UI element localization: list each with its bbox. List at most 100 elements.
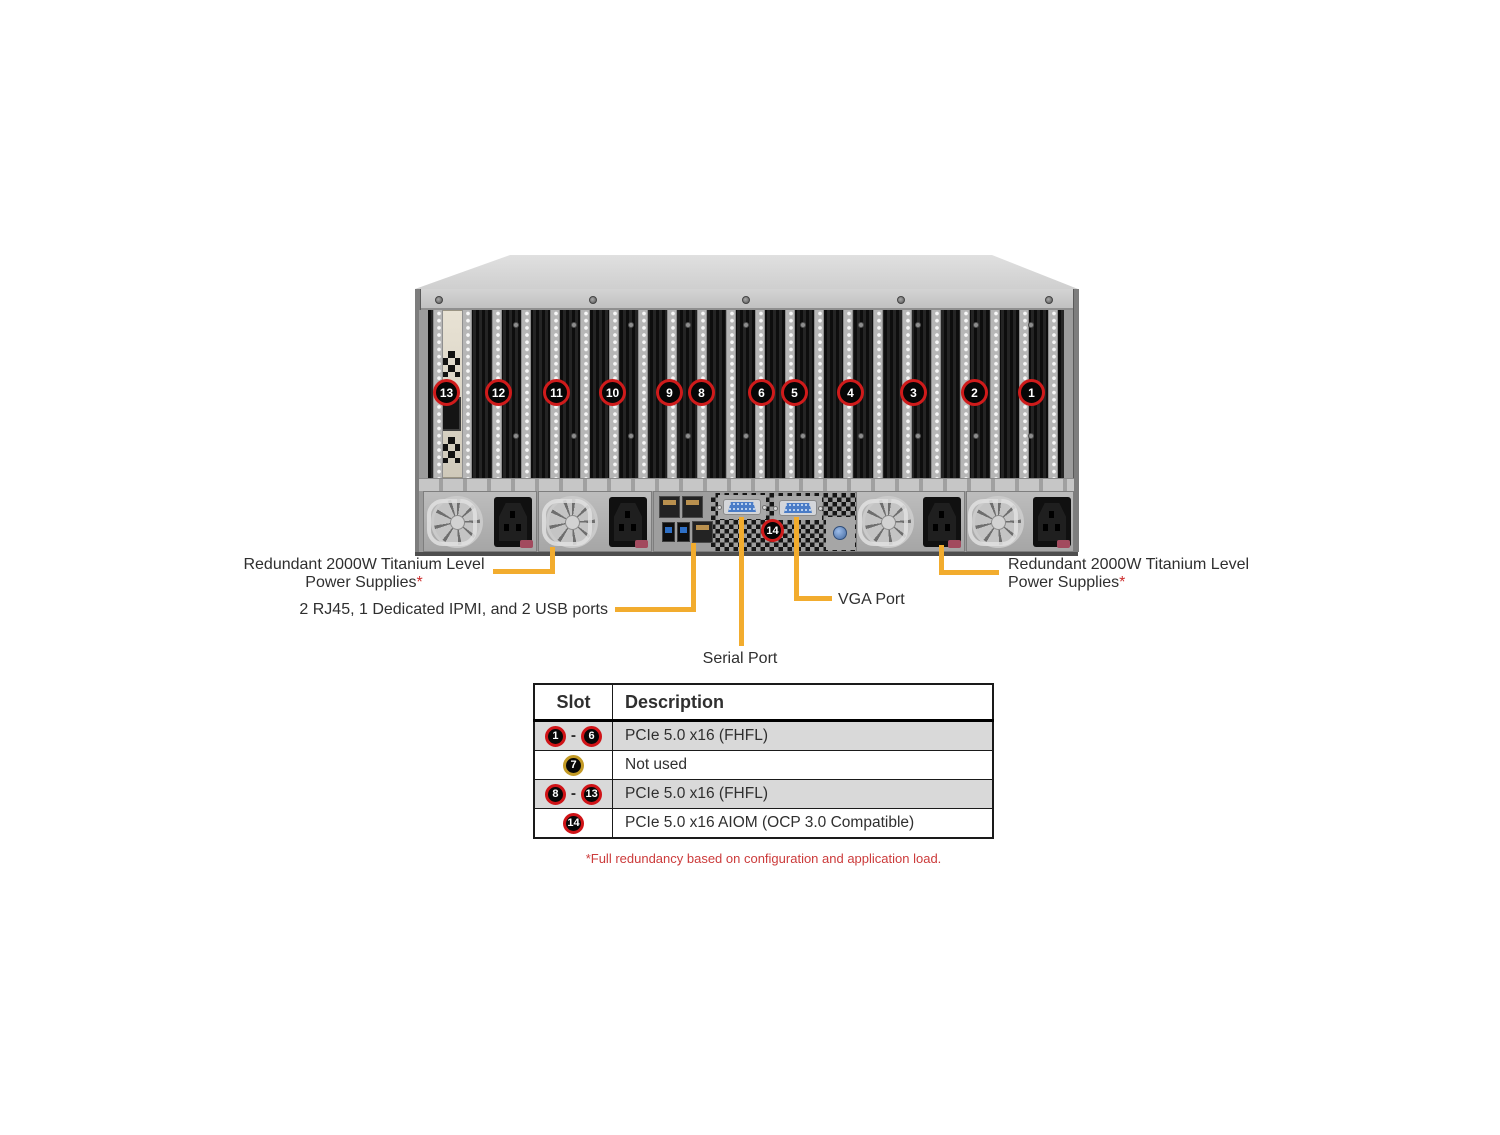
slot-badge: 11: [543, 379, 570, 406]
vga-port-label: VGA Port: [838, 591, 905, 608]
standoff-screw: [915, 322, 921, 328]
ipmi-rj45-port: [692, 521, 713, 543]
slot-description-cell: PCIe 5.0 x16 (FHFL): [612, 779, 994, 809]
psu-latch: [948, 540, 961, 548]
range-dash: -: [570, 785, 577, 802]
psu-left-label-line1: Redundant 2000W Titanium Level: [243, 556, 485, 573]
standoff-screw: [973, 433, 979, 439]
pcie-bracket-rail: [726, 310, 736, 478]
psu-handle: [542, 499, 592, 546]
pcie-bracket-rail: [813, 310, 824, 478]
callout-line-vga: [794, 517, 799, 601]
nic-port-grid: [441, 351, 460, 377]
slot-badge: 1: [1018, 379, 1045, 406]
usb-port: [662, 522, 675, 542]
dsub-screw: [762, 505, 767, 510]
chassis-right-edge: [1073, 289, 1079, 552]
screw-icon: [742, 296, 750, 304]
inlet-pin: [504, 524, 509, 531]
screw-icon: [897, 296, 905, 304]
standoff-screw: [743, 433, 749, 439]
slot-badge: 13: [433, 379, 460, 406]
rear-io-panel: 14: [653, 491, 856, 552]
inlet-pin: [1043, 524, 1048, 531]
psu-power-inlet: [609, 497, 647, 547]
standoff-screw: [973, 322, 979, 328]
c14-inlet-face: [928, 503, 956, 541]
slot-badge: 8: [688, 379, 715, 406]
vga-port-connector: [773, 500, 823, 516]
rj45-port: [659, 496, 680, 518]
psu-power-inlet: [1033, 497, 1071, 547]
slot-range-cell: 14: [533, 808, 613, 839]
standoff-screw: [685, 433, 691, 439]
standoff-screw: [571, 322, 577, 328]
slot-badge: 6: [581, 725, 603, 747]
slot-area-right-margin: [1064, 310, 1073, 478]
ports-label: 2 RJ45, 1 Dedicated IPMI, and 2 USB port…: [299, 601, 608, 618]
slot-badge: 10: [599, 379, 626, 406]
inlet-pin: [939, 511, 944, 518]
table-row: 1-6 PCIe 5.0 x16 (FHFL): [533, 720, 994, 751]
c14-inlet-face: [499, 503, 527, 541]
inlet-pin: [516, 524, 521, 531]
c14-inlet-face: [1038, 503, 1066, 541]
inlet-pin: [945, 524, 950, 531]
footnote-asterisk: *: [1119, 574, 1126, 591]
slot-description-table: Slot Description 1-6 PCIe 5.0 x16 (FHFL)…: [533, 683, 994, 839]
psu-right-label-line2: Power Supplies*: [1008, 574, 1126, 591]
psu-power-inlet: [923, 497, 961, 547]
inlet-pin: [1049, 511, 1054, 518]
aiom-slot-badge: 14: [761, 519, 784, 542]
thumbscrew-plate: [826, 517, 855, 550]
serial-port-connector: [717, 499, 767, 515]
standoff-screw: [571, 433, 577, 439]
standoff-screw: [1028, 322, 1034, 328]
callout-line-ports: [615, 607, 696, 612]
pcie-bracket-rail: [520, 310, 531, 478]
slot-badge: 13: [581, 783, 603, 805]
psu-handle: [427, 499, 477, 546]
power-supply-module: [966, 491, 1074, 552]
callout-line-psu-left: [493, 569, 555, 574]
standoff-screw: [858, 322, 864, 328]
standoff-screw: [858, 433, 864, 439]
chassis-top-lid: [415, 255, 1078, 289]
pcie-bracket-rail: [872, 310, 883, 478]
dsub-screw: [773, 506, 778, 511]
inlet-pin: [933, 524, 938, 531]
slot-badge: 4: [837, 379, 864, 406]
slot-description-cell: PCIe 5.0 x16 (FHFL): [612, 720, 994, 751]
description-column-header: Description: [612, 683, 994, 722]
slot-badge: 8: [544, 783, 566, 805]
standoff-screw: [628, 433, 634, 439]
pcie-bracket-rail: [1048, 310, 1059, 478]
psu-latch: [520, 540, 533, 548]
screw-icon: [1045, 296, 1053, 304]
slot-range-cell: 1-6: [533, 720, 613, 751]
callout-line-serial: [739, 517, 744, 646]
pcie-bracket-rail: [638, 310, 649, 478]
serial-port-label: Serial Port: [702, 650, 778, 667]
slot-column-header: Slot: [533, 683, 613, 722]
inlet-pin: [625, 511, 630, 518]
chassis-bottom-edge: [415, 552, 1078, 556]
usb-port: [677, 522, 690, 542]
slot-badge-gold: 7: [563, 754, 584, 776]
screw-icon: [589, 296, 597, 304]
psu-power-inlet: [494, 497, 532, 547]
psu-right-label: Redundant 2000W Titanium Level Power Sup…: [1008, 556, 1264, 592]
standoff-screw: [800, 322, 806, 328]
table-header-row: Slot Description: [533, 683, 994, 722]
slot-badge: 1: [544, 725, 566, 747]
slot-badge: 3: [900, 379, 927, 406]
rj45-port: [682, 496, 703, 518]
slot-badge: 5: [781, 379, 808, 406]
pcie-bracket-rail: [462, 310, 473, 478]
slot-badge: 14: [563, 812, 584, 834]
pcie-bracket-rail: [579, 310, 590, 478]
slot-badge: 9: [656, 379, 683, 406]
table-row: 8-13 PCIe 5.0 x16 (FHFL): [533, 779, 994, 809]
callout-line-vga: [794, 596, 832, 601]
